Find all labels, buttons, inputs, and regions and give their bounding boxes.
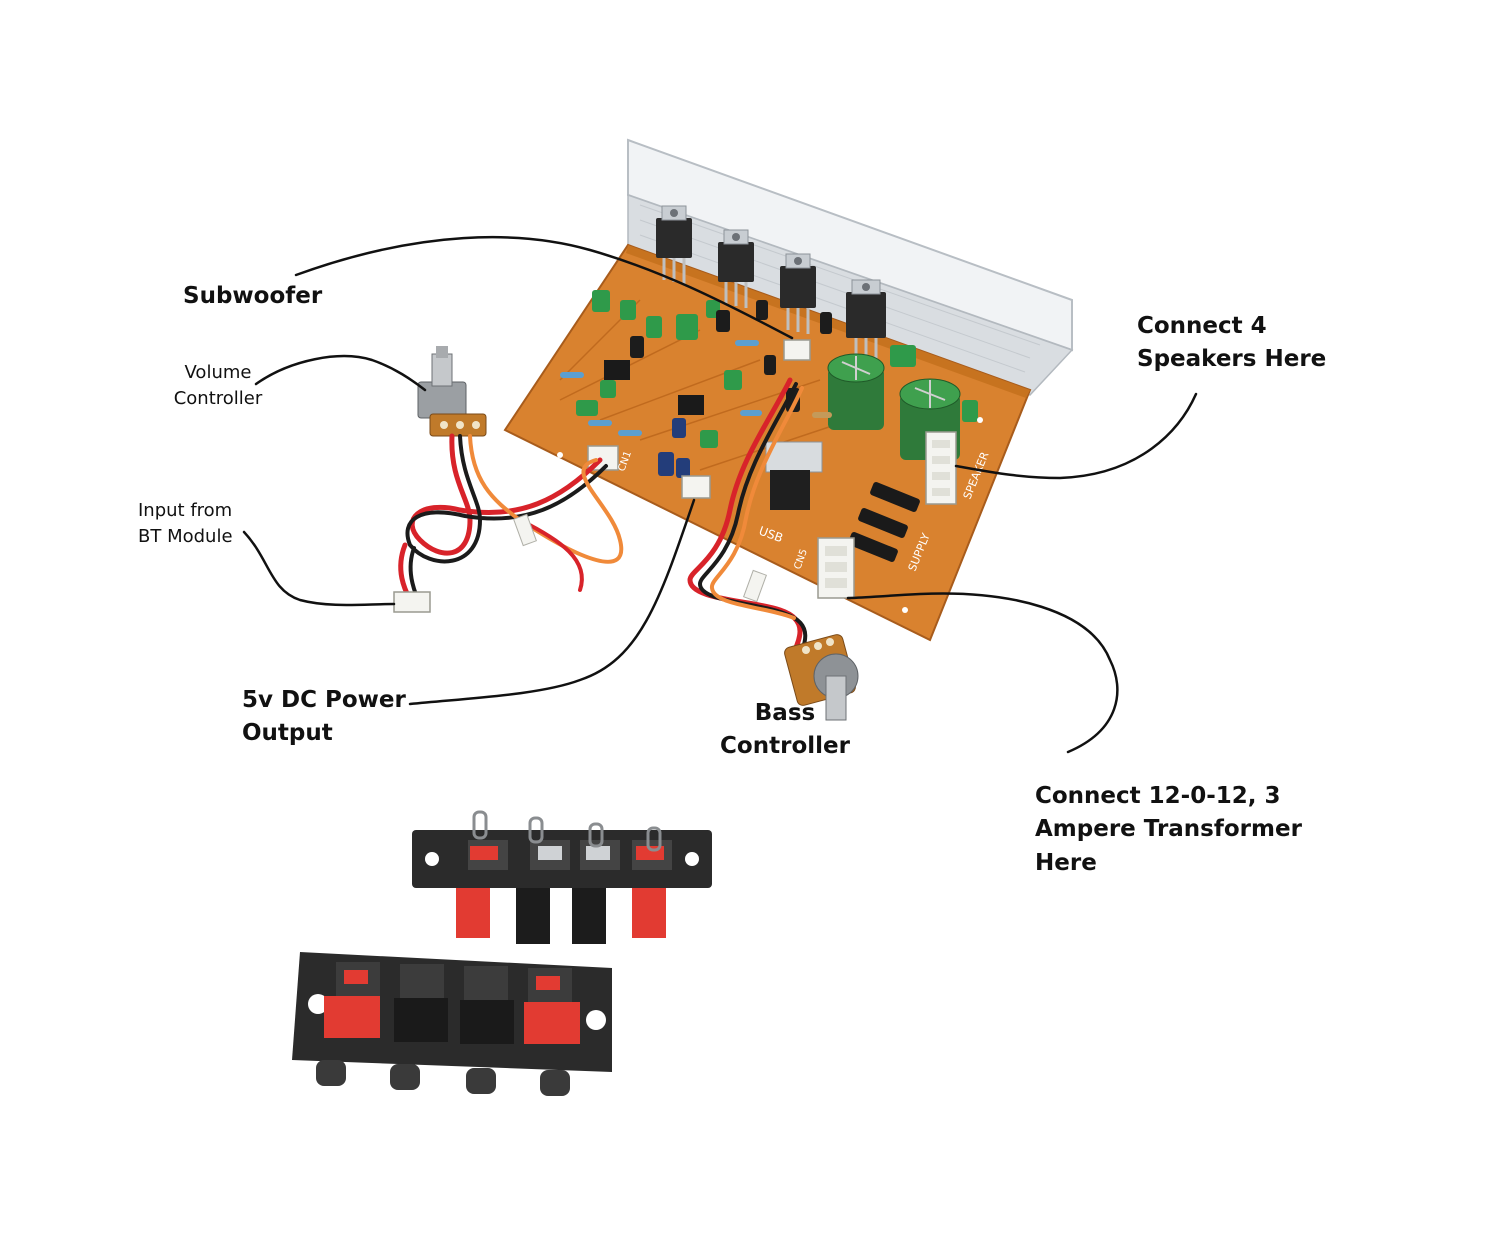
label-connect-speakers: Connect 4 Speakers Here (1137, 310, 1326, 377)
label-input-line1: Input from (138, 500, 233, 521)
bass-wire-harness (687, 377, 808, 666)
speaker-terminal-block-bottom (292, 952, 612, 1096)
label-bass-line1: Bass (754, 700, 816, 726)
label-subwoofer-text: Subwoofer (183, 283, 323, 309)
label-transformer-line2: Ampere Transformer (1035, 816, 1302, 843)
input-connector (587, 445, 619, 471)
leader-speakers (954, 392, 1198, 480)
label-5v-dc-power-output: 5v DC Power Output (242, 684, 406, 751)
label-subwoofer: Subwoofer (183, 280, 322, 313)
power-transistor (718, 229, 754, 308)
cable-tie (742, 569, 768, 603)
cable-tie (512, 513, 538, 547)
speaker-terminal-block-top (412, 810, 712, 944)
electrolytic-capacitor (630, 300, 832, 478)
power-transistor (846, 279, 886, 362)
power-transistor (780, 253, 816, 334)
label-connect-transformer: Connect 12-0-12, 3 Ampere Transformer He… (1035, 780, 1302, 880)
small-capacitor (576, 290, 978, 448)
board-marks (557, 417, 983, 613)
leader-volume (254, 354, 427, 392)
leader-lines (242, 235, 1198, 754)
leader-transformer (846, 592, 1119, 754)
speaker-connector (925, 431, 957, 505)
bass-connector (783, 339, 811, 361)
label-power-line2: Output (242, 720, 333, 747)
label-volume-line2: Controller (173, 388, 263, 410)
label-power-line1: 5v DC Power (242, 687, 406, 713)
leader-subwoofer (294, 235, 794, 340)
label-volume-controller: Volume Controller (168, 360, 268, 412)
volume-potentiometer (417, 346, 487, 437)
label-transformer-line1: Connect 12-0-12, 3 (1035, 783, 1281, 809)
leader-power (408, 498, 696, 706)
label-bass-controller: Bass Controller (720, 697, 850, 764)
label-input-line2: BT Module (138, 526, 233, 548)
label-volume-line1: Volume (184, 362, 252, 383)
bass-potentiometer (784, 634, 859, 721)
supply-connector (817, 537, 855, 599)
usb-power-connector (681, 475, 711, 499)
rectifier-diode (848, 482, 920, 562)
label-bass-line2: Controller (720, 733, 850, 760)
label-connect-speakers-line1: Connect 4 (1137, 313, 1267, 339)
bt-input-plug (393, 591, 431, 613)
leader-input (242, 530, 396, 607)
resistor (560, 340, 832, 436)
ic-chip (604, 360, 704, 415)
label-transformer-line3: Here (1035, 849, 1097, 876)
filter-capacitor (827, 353, 885, 430)
label-connect-speakers-line2: Speakers Here (1137, 346, 1327, 373)
label-input-bt-module: Input from BT Module (138, 498, 233, 550)
voltage-regulator (765, 441, 823, 510)
power-transistor (656, 205, 692, 284)
